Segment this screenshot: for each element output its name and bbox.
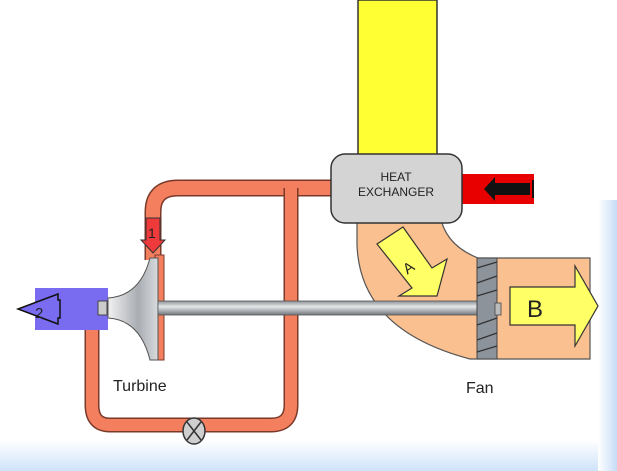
background-right-tint bbox=[598, 200, 617, 471]
arrow-a: A bbox=[376, 226, 448, 297]
turbine-wheel bbox=[107, 257, 159, 361]
hot-inlet bbox=[460, 174, 534, 204]
arrow-1: 1 bbox=[139, 217, 167, 254]
turbine-nut bbox=[97, 300, 108, 316]
arrow-b: B bbox=[509, 263, 599, 349]
arrow-b-label: B bbox=[527, 296, 543, 323]
cold-air-column bbox=[357, 0, 438, 161]
background-bottom-tint bbox=[0, 440, 617, 471]
arrow-1-label: 1 bbox=[148, 225, 156, 241]
fan-label: Fan bbox=[466, 380, 494, 397]
heat-exchanger-label-line2: EXCHANGER bbox=[358, 185, 434, 199]
valve-icon bbox=[182, 417, 206, 445]
arrow-2: 2 bbox=[15, 292, 61, 326]
heat-exchanger: HEAT EXCHANGER bbox=[330, 153, 463, 224]
turbine-label: Turbine bbox=[113, 378, 167, 395]
shaft bbox=[157, 300, 484, 316]
heat-exchanger-label-line1: HEAT bbox=[380, 170, 412, 184]
fan-blades bbox=[476, 257, 502, 360]
arrow-2-label: 2 bbox=[35, 305, 43, 322]
